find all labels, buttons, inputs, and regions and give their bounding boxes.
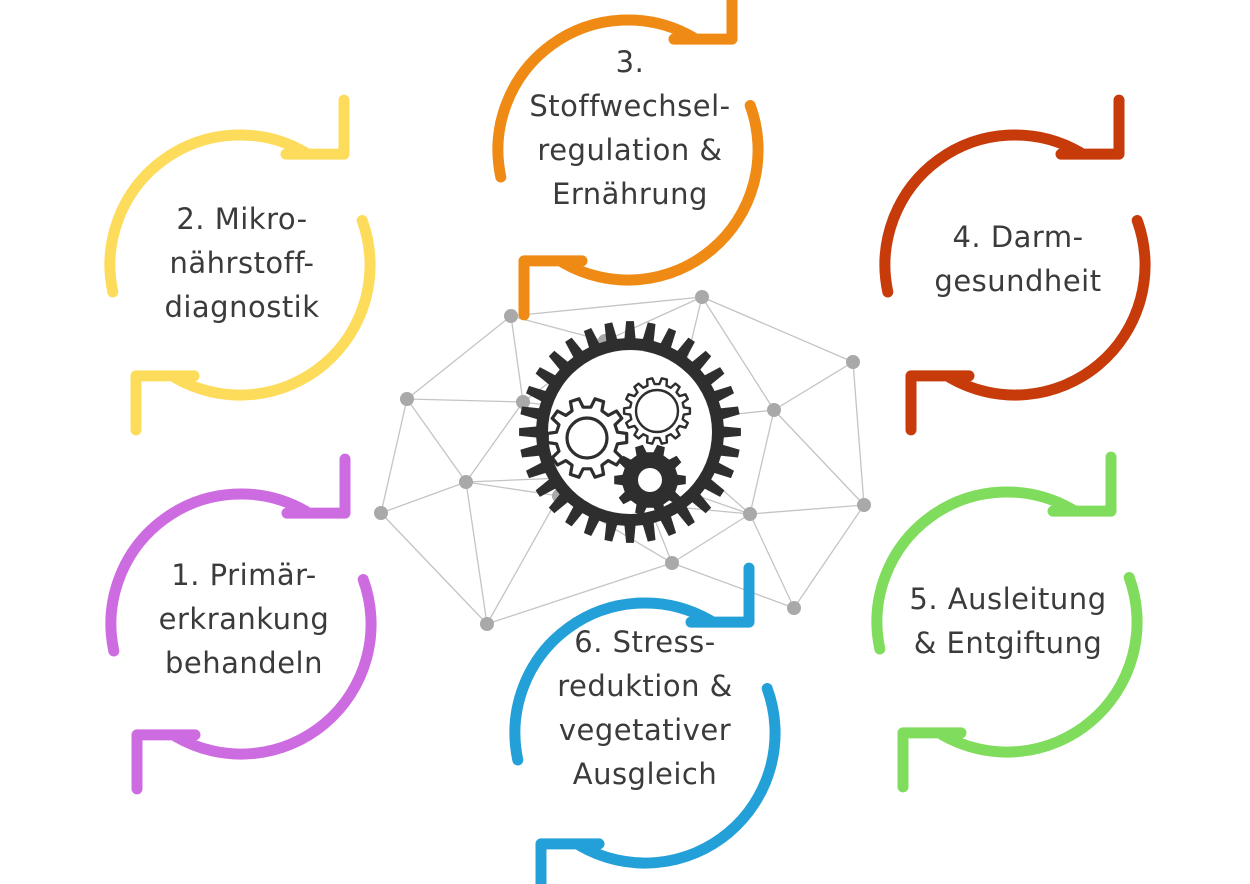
network-edge — [465, 481, 488, 625]
network-node — [857, 498, 871, 512]
step-5-line-2: & Entgiftung — [913, 626, 1103, 660]
step-3-label: 3. Stoffwechsel- regulation & Ernährung — [500, 40, 760, 216]
step-6-line-1: 6. Stress- — [574, 625, 716, 659]
network-edge — [671, 513, 751, 564]
step-4-label: 4. Darm- gesundheit — [888, 215, 1148, 303]
step-3-line-2: Stoffwechsel- — [529, 89, 731, 123]
network-edge — [749, 504, 865, 515]
network-edge — [510, 315, 524, 403]
network-edge — [671, 562, 795, 609]
network-edge — [380, 512, 488, 625]
solid-gear-hole — [638, 468, 662, 492]
step-5-line-1: 5. Ausleitung — [909, 582, 1107, 616]
network-edge — [701, 296, 775, 411]
network-edge — [749, 409, 775, 515]
gears-icon — [519, 321, 741, 543]
step-6-label: 6. Stress- reduktion & vegetativer Ausgl… — [515, 620, 775, 796]
network-node — [480, 617, 494, 631]
network-edge — [749, 513, 795, 609]
outline-gear-hole — [565, 416, 609, 460]
step-5-label: 5. Ausleitung & Entgiftung — [878, 577, 1138, 665]
step-4-arrow-icon — [879, 94, 1151, 436]
network-node — [459, 475, 473, 489]
network-node — [787, 601, 801, 615]
network-node — [504, 309, 518, 323]
step-1-line-3: behandeln — [165, 646, 323, 680]
network-edge — [773, 409, 865, 506]
step-3-line-3: regulation & — [537, 133, 723, 167]
network-edge — [604, 296, 703, 342]
network-node — [846, 355, 860, 369]
network-edge — [852, 361, 865, 506]
network-edge — [380, 398, 408, 514]
cycle-arrows — [104, 0, 1151, 884]
network-edge — [406, 398, 524, 403]
network-edge — [406, 398, 467, 483]
network-node — [695, 290, 709, 304]
step-2-line-2: nährstoff- — [169, 246, 315, 280]
thin-gear-ring — [634, 388, 680, 434]
step-4-line-1: 4. Darm- — [952, 220, 1084, 254]
step-6-line-3: vegetativer — [558, 713, 732, 747]
step-6-line-4: Ausgleich — [572, 757, 718, 791]
network-edge — [510, 296, 703, 317]
network-node — [743, 507, 757, 521]
network-edge — [773, 361, 854, 411]
step-3-line-1: 3. — [615, 45, 645, 79]
network-edge — [380, 481, 467, 514]
network-node — [516, 395, 530, 409]
step-1-arrow-icon — [105, 453, 377, 795]
network-edge — [701, 296, 854, 363]
step-3-arrow-icon — [492, 0, 764, 321]
step-1-line-2: erkrankung — [158, 602, 330, 636]
network-node — [400, 392, 414, 406]
step-6-line-2: reduktion & — [557, 669, 733, 703]
step-2-arrow-icon — [104, 94, 376, 436]
network-edge — [465, 401, 524, 483]
network-edge — [486, 495, 560, 625]
network-node — [665, 556, 679, 570]
step-4-line-2: gesundheit — [934, 264, 1102, 298]
step-3-line-4: Ernährung — [552, 177, 708, 211]
step-1-line-1: 1. Primär- — [171, 558, 317, 592]
network-edge — [406, 315, 512, 400]
step-1-label: 1. Primär- erkrankung behandeln — [114, 553, 374, 685]
network-edge — [793, 504, 865, 609]
network-node — [374, 506, 388, 520]
step-5-arrow-icon — [871, 451, 1143, 793]
network-node — [767, 403, 781, 417]
step-6-arrow-icon — [509, 562, 781, 884]
network-edge — [486, 562, 673, 625]
step-2-line-1: 2. Mikro- — [176, 202, 308, 236]
step-2-line-3: diagnostik — [164, 290, 320, 324]
step-2-label: 2. Mikro- nährstoff- diagnostik — [112, 197, 372, 329]
thin-gear-icon — [622, 377, 692, 445]
